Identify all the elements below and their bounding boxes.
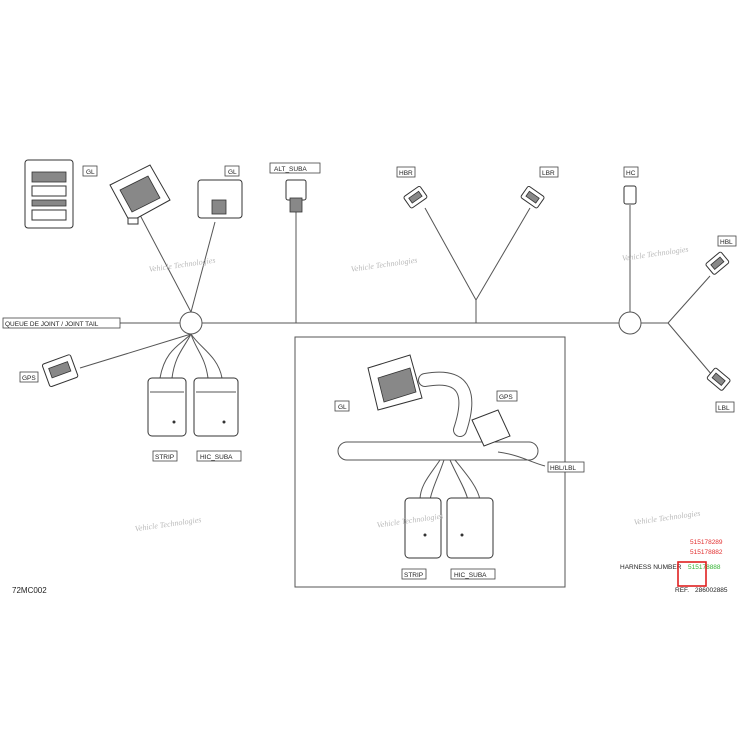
label-box-strip [152, 450, 178, 462]
label-box-inset-strip [401, 568, 427, 580]
label-box-gl-top [82, 165, 98, 177]
label-inset-hic-suba: HIC_SUBA [454, 572, 487, 579]
label-box-lbl [715, 401, 735, 413]
label-joint-tail: QUEUE DE JOINT / JOINT TAIL [5, 321, 99, 328]
label-box-joint-tail [2, 317, 121, 329]
label-box-inset-gl [334, 400, 350, 412]
drawing-code: 72MC002 [12, 586, 47, 595]
label-gl-top: GL [86, 169, 95, 176]
label-box-lbr [539, 166, 559, 178]
label-box-hc [623, 166, 639, 178]
label-box-alt-suba [269, 162, 321, 174]
label-gps: GPS [22, 375, 36, 382]
hc-connector [623, 185, 637, 205]
ref-value: 286002885 [695, 587, 728, 594]
label-hic-suba: HIC_SUBA [200, 454, 233, 461]
watermark-3: Vehicle Technologies [621, 245, 689, 263]
alt-suba-connector [285, 179, 307, 213]
label-hc: HC [626, 170, 636, 177]
watermark-2: Vehicle Technologies [350, 256, 418, 274]
label-inset-hbl-lbl: HBL/LBL [550, 465, 576, 472]
label-box-gps [19, 371, 39, 383]
label-inset-gps: GPS [499, 394, 513, 401]
label-hbr: HBR [399, 170, 413, 177]
gl-connector-iso [109, 164, 171, 225]
label-lbr: LBR [542, 170, 555, 177]
harness-number-label: HARNESS NUMBER [620, 564, 682, 571]
watermark-6: Vehicle Technologies [633, 509, 701, 527]
label-box-inset-gps [496, 390, 518, 402]
hic-suba-connector [193, 377, 239, 437]
inset-harness [337, 354, 546, 559]
watermark-1: Vehicle Technologies [148, 256, 216, 274]
gl-connector-side [197, 179, 243, 219]
label-box-inset-hbl-lbl [547, 461, 585, 473]
hbl-connector [705, 251, 730, 275]
part-number-red-1: 515178289 [690, 539, 723, 546]
label-hbl: HBL [720, 239, 733, 246]
part-number-red-2: 515178882 [690, 549, 723, 556]
label-alt-suba: ALT_SUBA [274, 166, 307, 173]
strip-connector [147, 377, 187, 437]
label-box-hbl [717, 235, 737, 247]
highlight-box [677, 561, 707, 587]
ref-label: REF. [675, 587, 689, 594]
hbr-connector [403, 185, 428, 209]
label-gl-side: GL [228, 169, 237, 176]
gps-connector [41, 354, 79, 388]
harness-trunk [79, 205, 713, 379]
label-box-hbr [396, 166, 416, 178]
label-lbl: LBL [718, 405, 730, 412]
label-inset-strip: STRIP [404, 572, 423, 579]
label-box-gl-side [224, 165, 240, 177]
label-inset-gl: GL [338, 404, 347, 411]
part-number-green: 515178888 [688, 564, 721, 571]
label-box-inset-hic-suba [450, 568, 496, 580]
lbr-connector [520, 185, 545, 209]
watermark-4: Vehicle Technologies [134, 515, 202, 533]
lbl-connector [706, 367, 731, 391]
label-box-hic-suba [196, 450, 242, 462]
label-strip: STRIP [155, 454, 174, 461]
gl-connector-front [24, 159, 74, 229]
